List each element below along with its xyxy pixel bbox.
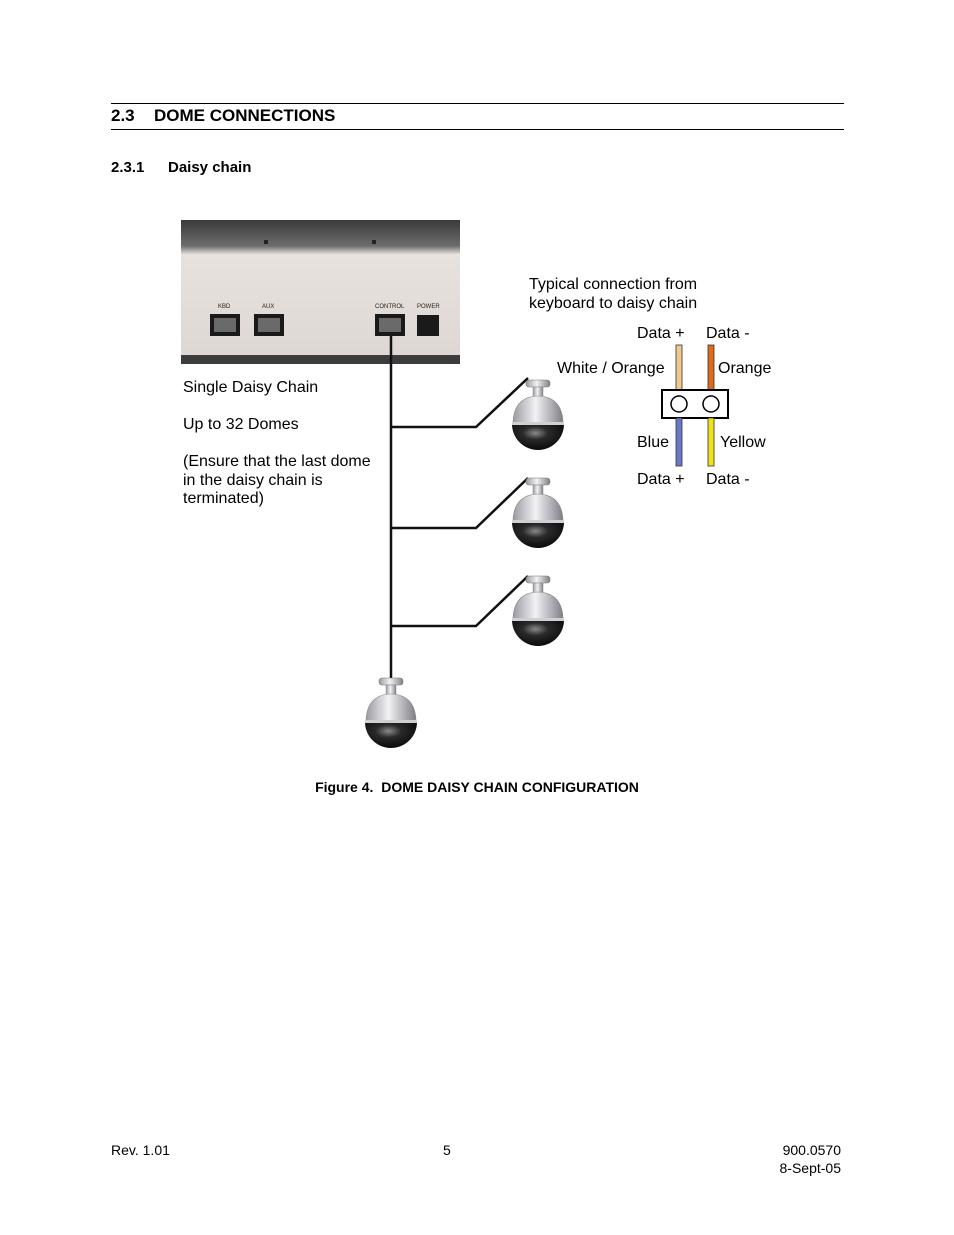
footer-date: 8-Sept-05 (779, 1160, 841, 1176)
yellow-wire (707, 417, 715, 467)
label-data-minus-bottom: Data - (706, 471, 750, 488)
label-white-orange: White / Orange (557, 360, 665, 377)
section-title: DOME CONNECTIONS (154, 106, 336, 125)
label-data-plus-bottom: Data + (637, 471, 685, 488)
figure-caption: Figure 4. DOME DAISY CHAIN CONFIGURATION (0, 779, 954, 795)
blue-wire (675, 417, 683, 467)
figure-caption-prefix: Figure 4. (315, 779, 374, 795)
footer-document-number: 900.0570 (782, 1142, 841, 1158)
label-yellow: Yellow (720, 434, 766, 451)
section-top-rule (111, 103, 844, 104)
connection-title-line1: Typical connection from (529, 276, 697, 293)
figure-caption-title: DOME DAISY CHAIN CONFIGURATION (381, 779, 639, 795)
power-port (417, 315, 439, 336)
label-data-plus-top: Data + (637, 325, 685, 342)
daisy-chain-cable (389, 336, 529, 688)
subsection-title: Daisy chain (168, 159, 252, 176)
wiring-detail: Typical connection from keyboard to dais… (529, 276, 771, 488)
dome-camera-icon (511, 575, 565, 647)
footer-revision: Rev. 1.01 (111, 1142, 170, 1158)
note-single-daisy-chain: Single Daisy Chain (183, 379, 318, 396)
subsection-heading: 2.3.1 Daisy chain (111, 159, 251, 176)
note-terminate-line2: in the daisy chain is (183, 472, 323, 489)
dome-camera-icon (364, 677, 418, 749)
orange-wire (707, 344, 715, 391)
note-terminate-line3: terminated) (183, 490, 264, 507)
note-terminate-line1: (Ensure that the last dome (183, 453, 371, 470)
subsection-number: 2.3.1 (111, 159, 145, 176)
dome-camera-icon (511, 477, 565, 549)
aux-port-label: AUX (262, 304, 274, 310)
connection-title-line2: keyboard to daisy chain (529, 295, 697, 312)
label-blue: Blue (637, 434, 669, 451)
daisy-chain-figure: KBD AUX CONTROL POWER Single Daisy Chain… (181, 220, 771, 749)
kbd-port-label: KBD (218, 304, 231, 310)
footer-page-number: 5 (443, 1142, 451, 1158)
keyboard-rear-panel: KBD AUX CONTROL POWER (181, 220, 460, 364)
control-port-label: CONTROL (375, 304, 405, 310)
dome-camera-icon (511, 379, 565, 451)
note-up-to-32-domes: Up to 32 Domes (183, 416, 299, 433)
label-orange: Orange (718, 360, 771, 377)
section-number: 2.3 (111, 106, 135, 125)
section-heading: 2.3 DOME CONNECTIONS (111, 106, 335, 126)
label-data-minus-top: Data - (706, 325, 750, 342)
power-port-label: POWER (417, 304, 440, 310)
section-bottom-rule (111, 129, 844, 130)
white-orange-wire (675, 344, 683, 391)
